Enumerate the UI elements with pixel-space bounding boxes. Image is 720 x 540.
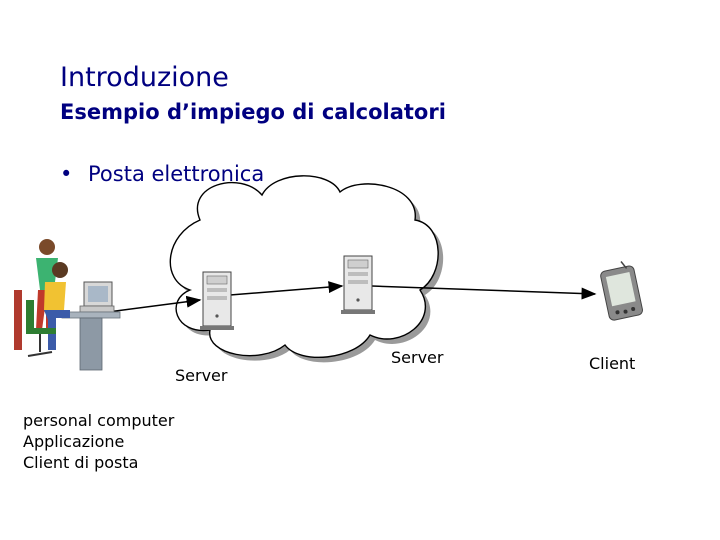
pc-caption-line-1: personal computer — [23, 410, 174, 431]
client-label: Client — [589, 354, 635, 373]
server-2-label: Server — [391, 348, 443, 367]
network-cloud — [170, 176, 443, 362]
people-at-computer-icon — [14, 239, 120, 370]
server-1-label: Server — [175, 366, 227, 385]
pc-caption-line-2: Applicazione — [23, 431, 174, 452]
pc-caption-line-3: Client di posta — [23, 452, 174, 473]
server-tower-icon — [341, 256, 375, 314]
server-tower-icon — [200, 272, 234, 330]
pda-handheld-icon — [599, 259, 644, 321]
pc-caption: personal computer Applicazione Client di… — [23, 410, 174, 473]
